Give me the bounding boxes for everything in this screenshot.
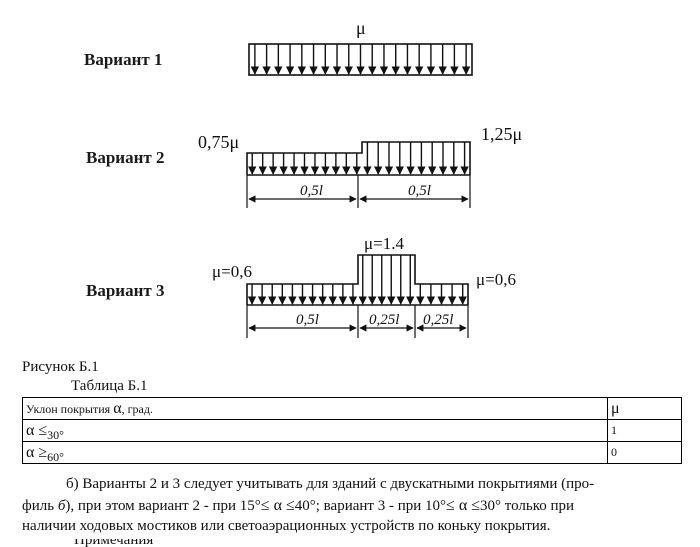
- table-row: α ≥60° 0: [22, 441, 682, 464]
- table-row: α ≤30° 1: [22, 419, 682, 442]
- v2-dim-2: 0,5l: [408, 183, 431, 199]
- paragraph-line-1: б) Варианты 2 и 3 следует учитывать для …: [66, 476, 595, 492]
- figure-caption: Рисунок Б.1: [22, 359, 99, 375]
- paragraph-line-3: наличии ходовых мостиков или светоаэраци…: [22, 518, 551, 534]
- v2-right-label: 1,25μ: [481, 124, 522, 144]
- coefficient-table: Уклон покрытия α, град. μ α ≤30° 1 α ≥60…: [22, 397, 682, 464]
- v3-left-label: μ=0,6: [212, 262, 252, 281]
- header-slope: Уклон покрытия α, град.: [22, 397, 608, 420]
- load-outline-v3: [246, 254, 469, 305]
- table-title: Таблица Б.1: [71, 378, 148, 394]
- v2-dim-1: 0,5l: [300, 183, 323, 199]
- v3-dim-2: 0,25l: [369, 312, 399, 328]
- load-outline-v2: [246, 141, 471, 175]
- v3-dim-3: 0,25l: [423, 312, 453, 328]
- load-block-v1: [248, 43, 473, 76]
- variant-3-label: Вариант 3: [86, 281, 165, 300]
- variant-1-label: Вариант 1: [84, 50, 163, 69]
- paragraph-line-2: филь б), при этом вариант 2 - при 15°≤ α…: [22, 497, 575, 514]
- table-header-row: Уклон покрытия α, град. μ: [22, 397, 682, 420]
- v3-mid-label: μ=1.4: [364, 234, 404, 253]
- notes-heading-cut: Примечания: [74, 539, 154, 547]
- header-mu: μ: [607, 397, 682, 420]
- v3-right-label: μ=0,6: [476, 270, 516, 289]
- variant-2-label: Вариант 2: [86, 148, 165, 167]
- table-cell-value: 0: [607, 441, 682, 464]
- table-cell-value: 1: [607, 419, 682, 442]
- load-arrows: [247, 44, 471, 305]
- v3-dim-1: 0,5l: [296, 312, 319, 328]
- v1-mu-label: μ: [356, 18, 366, 38]
- v2-left-label: 0,75μ: [198, 132, 239, 152]
- load-diagram: μ 0,75μ 1,25μ 0,5l 0,5l μ=0,6 μ=1.4 μ=0,…: [198, 18, 522, 338]
